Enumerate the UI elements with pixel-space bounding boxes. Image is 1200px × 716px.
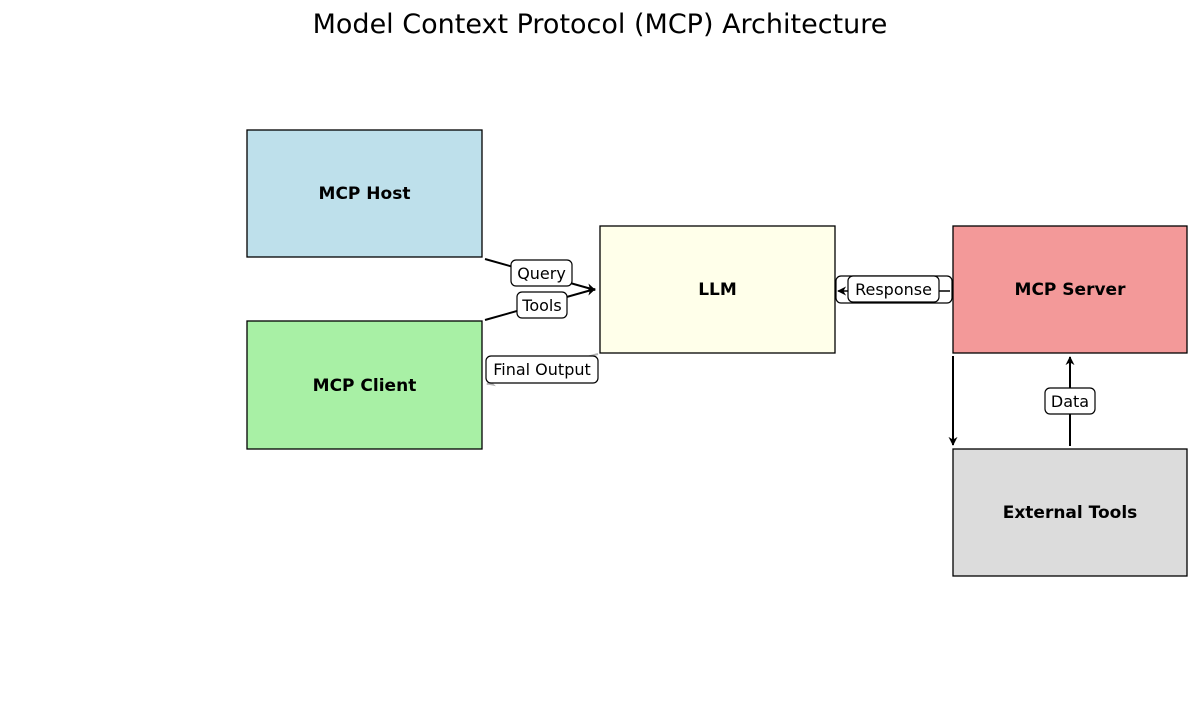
- edge-tools: Tools: [484, 286, 596, 321]
- mcp-server-box: [952, 225, 1188, 354]
- mcp-client-box: [246, 320, 483, 450]
- tools-label: Tools: [521, 296, 561, 315]
- node-mcp-client: MCP Client: [246, 320, 483, 450]
- data-label-box: [1044, 387, 1096, 415]
- llm-box: [599, 225, 836, 354]
- edge-final-output: Final Output: [485, 353, 599, 387]
- diagram-title: Model Context Protocol (MCP) Architectur…: [313, 9, 888, 40]
- tools-label-box: [516, 291, 568, 319]
- mcp-host-box: [246, 129, 483, 258]
- query-label-box: [510, 259, 573, 287]
- llm-label: LLM: [698, 280, 737, 300]
- node-mcp-host: MCP Host: [246, 129, 483, 258]
- final-output-label-box: [485, 355, 599, 384]
- external-tools-label: External Tools: [1003, 503, 1138, 523]
- query-label: Query: [517, 264, 566, 283]
- mcp-server-label: MCP Server: [1015, 280, 1127, 300]
- node-external-tools: External Tools: [952, 448, 1188, 577]
- node-llm: LLM: [599, 225, 836, 354]
- mcp-client-label: MCP Client: [313, 376, 417, 396]
- final-output-label: Final Output: [493, 360, 591, 379]
- data-label: Data: [1051, 392, 1089, 411]
- response-label-box: [847, 275, 940, 303]
- edge-query: Query: [484, 258, 596, 293]
- edge-data: Data: [1044, 356, 1096, 446]
- external-tools-box: [952, 448, 1188, 577]
- mcp-host-label: MCP Host: [319, 184, 411, 204]
- edge-response: Response: [837, 275, 950, 303]
- response-label: Response: [855, 280, 932, 299]
- node-mcp-server: MCP Server: [952, 225, 1188, 354]
